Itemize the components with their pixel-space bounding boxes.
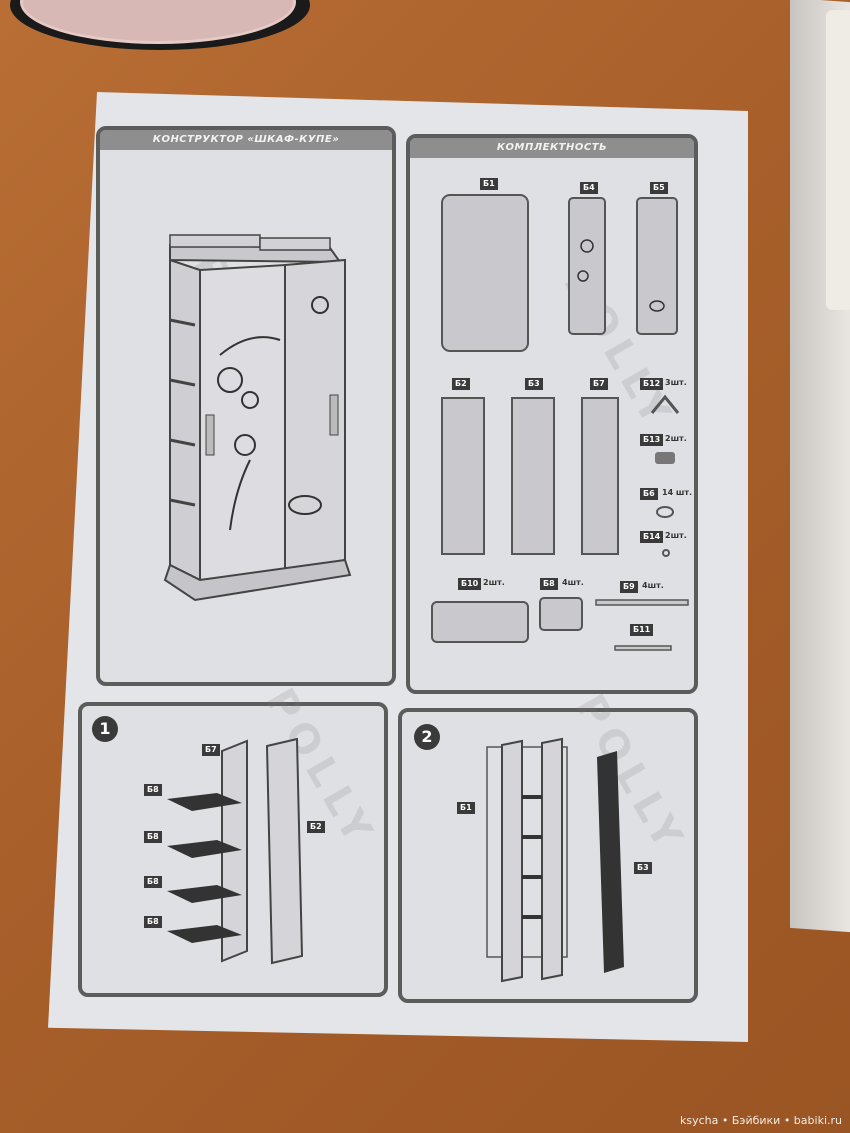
part-b6 <box>656 506 674 518</box>
part-b13 <box>655 452 675 464</box>
part-label: Б8 <box>540 578 558 590</box>
parts-panel: КОМПЛЕКТНОСТЬ POLLY Б1 Б4 Б5 Б2 Б3 Б7 <box>406 134 698 694</box>
part-label: Б12 <box>640 378 664 390</box>
part-b2 <box>441 397 485 555</box>
part-qty: 14 шт. <box>662 488 693 497</box>
part-b4 <box>568 197 606 335</box>
part-label: Б8 <box>144 831 162 843</box>
part-label: Б3 <box>634 862 652 874</box>
part-label: Б10 <box>458 578 482 590</box>
part-qty: 2шт. <box>665 531 687 540</box>
part-label: Б4 <box>580 182 598 194</box>
part-label: Б1 <box>480 178 498 190</box>
part-label: Б7 <box>202 744 220 756</box>
part-b5 <box>636 197 678 335</box>
part-label: Б8 <box>144 916 162 928</box>
parts-title: КОМПЛЕКТНОСТЬ <box>410 138 694 158</box>
step-2-panel: 2 POLLY Б1 Б3 <box>398 687 698 1003</box>
step-1-panel: 1 POLLY Б7 Б2 Б8 Б8 Б8 Б8 <box>78 681 388 997</box>
part-qty: 4шт. <box>642 581 664 590</box>
credit-watermark: ksycha • Бэйбики • babiki.ru <box>680 1114 842 1127</box>
part-label: Б6 <box>640 488 658 500</box>
part-b7 <box>581 397 619 555</box>
part-b1 <box>441 194 529 352</box>
part-label: Б8 <box>144 876 162 888</box>
overview-title: КОНСТРУКТОР «ШКАФ-КУПЕ» <box>100 130 392 150</box>
part-label: Б7 <box>590 378 608 390</box>
step-number: 1 <box>92 716 118 742</box>
part-label: Б11 <box>630 624 654 636</box>
part-b10 <box>431 601 529 643</box>
part-label: Б3 <box>525 378 543 390</box>
step-1-assembly <box>167 737 304 965</box>
part-label: Б2 <box>452 378 470 390</box>
part-b11 <box>614 645 672 651</box>
part-label: Б13 <box>640 434 664 446</box>
part-label: Б1 <box>457 802 475 814</box>
part-qty: 2шт. <box>665 434 687 443</box>
cardboard-strip <box>826 10 850 310</box>
part-label: Б5 <box>650 182 668 194</box>
part-qty: 4шт. <box>562 578 584 587</box>
instruction-sheet: КОНСТРУКТОР «ШКАФ-КУПЕ» POLLY <box>48 92 748 1042</box>
step-2-assembly <box>486 737 624 983</box>
part-qty: 2шт. <box>483 578 505 587</box>
step-number: 2 <box>414 724 440 750</box>
part-b3 <box>511 397 555 555</box>
part-label: Б8 <box>144 784 162 796</box>
part-qty: 3шт. <box>665 378 687 387</box>
part-b8 <box>539 597 583 631</box>
part-label: Б9 <box>620 581 638 593</box>
wardrobe-illustration <box>163 234 352 602</box>
overview-panel: КОНСТРУКТОР «ШКАФ-КУПЕ» POLLY <box>96 126 396 686</box>
part-label: Б2 <box>307 821 325 833</box>
part-b12 <box>650 394 680 414</box>
part-b14 <box>662 549 670 557</box>
part-label: Б14 <box>640 531 664 543</box>
part-b9 <box>595 599 689 606</box>
